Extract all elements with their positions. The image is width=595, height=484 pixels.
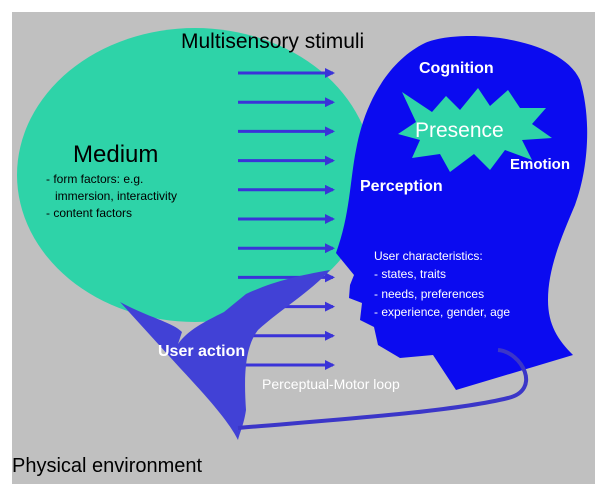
multisensory-stimuli-label: Multisensory stimuli (181, 30, 365, 53)
perception-label: Perception (360, 178, 443, 195)
presence-label: Presence (415, 119, 504, 142)
perceptual-motor-loop-label: Perceptual-Motor loop (262, 376, 400, 392)
medium-factor-1: - form factors: e.g. (46, 172, 144, 186)
user-characteristic-3: - experience, gender, age (374, 305, 511, 319)
physical-environment-label: Physical environment (12, 455, 203, 477)
cognition-label: Cognition (419, 60, 494, 77)
user-characteristic-1: - states, traits (374, 267, 447, 281)
user-hand-shape (120, 270, 330, 440)
user-characteristic-2: - needs, preferences (374, 287, 485, 301)
medium-factor-2: immersion, interactivity (55, 189, 178, 203)
user-action-label: User action (158, 343, 246, 360)
user-characteristics-title: User characteristics: (374, 249, 483, 263)
perceptual-motor-loop-curve (237, 348, 529, 430)
presence-burst-shape (398, 88, 552, 172)
medium-factor-3: - content factors (46, 206, 133, 220)
emotion-label: Emotion (510, 156, 570, 173)
medium-title: Medium (73, 141, 159, 168)
